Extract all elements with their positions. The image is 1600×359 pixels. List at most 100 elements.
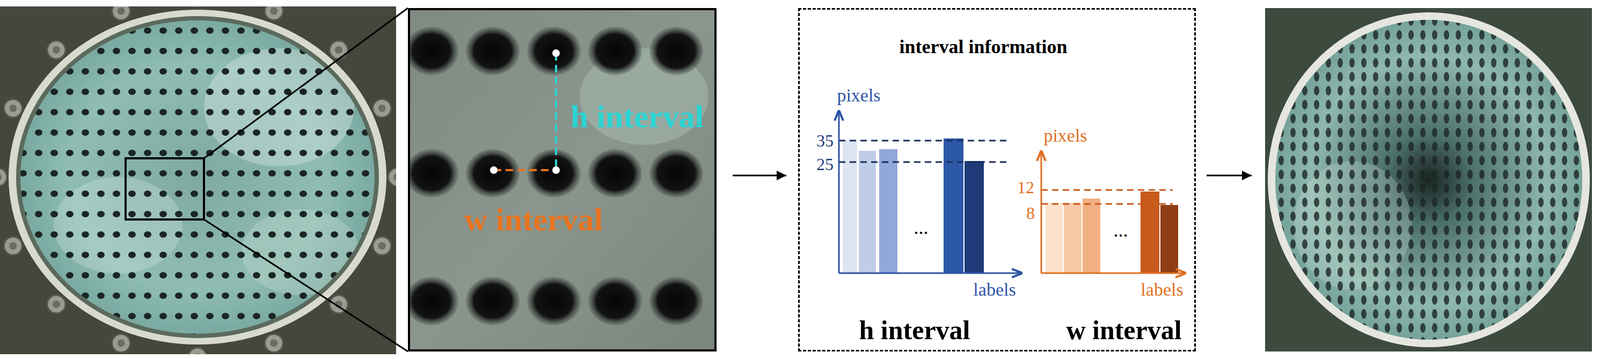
chart-title: w interval [1065, 315, 1182, 346]
circle-shape [3, 236, 23, 255]
circle-shape [112, 333, 131, 353]
ellipse-shape [407, 149, 459, 198]
circle-shape [9, 242, 17, 250]
g-shape [407, 26, 704, 326]
line-shape [1041, 189, 1173, 192]
rect-shape [1045, 202, 1063, 274]
g-shape [0, 6, 397, 355]
circle-shape [373, 99, 392, 118]
circle-shape [52, 46, 61, 54]
line-shape [1041, 203, 1173, 206]
circle-shape [329, 40, 348, 60]
zoom-box: h interval w interval [407, 8, 717, 352]
axis-label: pixels [836, 85, 881, 106]
tick-value: 25 [816, 155, 834, 174]
line-shape [838, 161, 1010, 164]
circle-shape [378, 242, 386, 250]
circle-shape [388, 167, 397, 187]
circle-shape [117, 7, 126, 16]
line-shape [554, 53, 558, 171]
ellipse-shape [527, 26, 581, 76]
rect-shape [858, 150, 876, 274]
circle-shape [0, 167, 7, 187]
circle-shape [52, 300, 61, 309]
rect-shape [0, 6, 397, 355]
circle-shape [112, 6, 131, 21]
line-shape [493, 169, 557, 172]
ellipsis: ... [914, 217, 929, 239]
tick-value: 8 [1026, 203, 1035, 223]
axis-label: pixels [1043, 125, 1087, 146]
rect-shape [1265, 8, 1592, 352]
circle-shape [378, 104, 386, 113]
h-bar-chart [838, 110, 1023, 274]
line-shape [838, 140, 1010, 142]
circle-shape [373, 236, 392, 255]
circle-shape [264, 6, 283, 21]
ellipse-shape [649, 149, 704, 198]
ellipse-shape [588, 276, 642, 326]
circle-shape [264, 333, 283, 353]
flow-arrow [1206, 174, 1252, 177]
rect-shape [943, 138, 964, 274]
interval-info-box: interval information h interval w interval [798, 8, 1196, 352]
line-shape [1041, 272, 1187, 275]
circle-shape [47, 40, 66, 60]
circle-shape [117, 339, 126, 347]
h-interval-label: h interval [570, 98, 704, 135]
ellipse-shape [649, 276, 704, 326]
g-shape [0, 6, 397, 355]
ellipse-shape [527, 276, 581, 326]
circle-shape [0, 173, 2, 181]
circle-shape [188, 347, 207, 355]
ellipse-shape [465, 276, 520, 326]
flow-arrow [732, 174, 787, 177]
g-shape [1265, 8, 1592, 352]
circle-shape [552, 49, 560, 57]
rect-shape [1063, 202, 1082, 274]
tick-value: 12 [1017, 178, 1035, 197]
unrolled-photo [1265, 8, 1592, 352]
circle-shape [334, 46, 343, 54]
circle-shape [3, 99, 23, 118]
circle-shape [490, 166, 498, 174]
ellipse-shape [407, 276, 459, 326]
tick-value: 35 [816, 131, 834, 151]
ellipsis: ... [1113, 220, 1129, 242]
rect-shape [842, 140, 858, 274]
ellipse-shape [465, 149, 520, 198]
rect-shape [879, 149, 898, 274]
axis-label: labels [973, 279, 1016, 300]
line-shape [1040, 150, 1043, 274]
circle-shape [552, 166, 560, 174]
rect-shape [1082, 198, 1101, 274]
w-bar-chart [1041, 150, 1187, 274]
rect-shape [125, 158, 204, 220]
ellipse-shape [588, 26, 642, 76]
rect-shape [964, 161, 984, 274]
zoom-line [203, 219, 408, 352]
rect-shape [1160, 205, 1179, 274]
ellipse-shape [649, 26, 704, 76]
chart-title: h interval [859, 315, 971, 346]
panel-title: interval information [899, 36, 1068, 58]
line-shape [838, 110, 840, 274]
axis-label: labels [1140, 279, 1183, 300]
rect-shape [1265, 8, 1592, 352]
ellipse-shape [527, 149, 581, 198]
ellipse-shape [588, 149, 642, 198]
zoom-photo [407, 8, 717, 352]
circle-shape [9, 104, 17, 113]
tube-sheet-photo [0, 6, 397, 355]
w-interval-label: w interval [464, 201, 603, 238]
circle-shape [193, 353, 202, 355]
ellipse-shape [465, 26, 520, 76]
circle-shape [269, 339, 278, 347]
circle-shape [269, 7, 278, 16]
circle-shape [393, 173, 397, 181]
zoom-line [203, 8, 408, 159]
circle-shape [47, 295, 66, 314]
